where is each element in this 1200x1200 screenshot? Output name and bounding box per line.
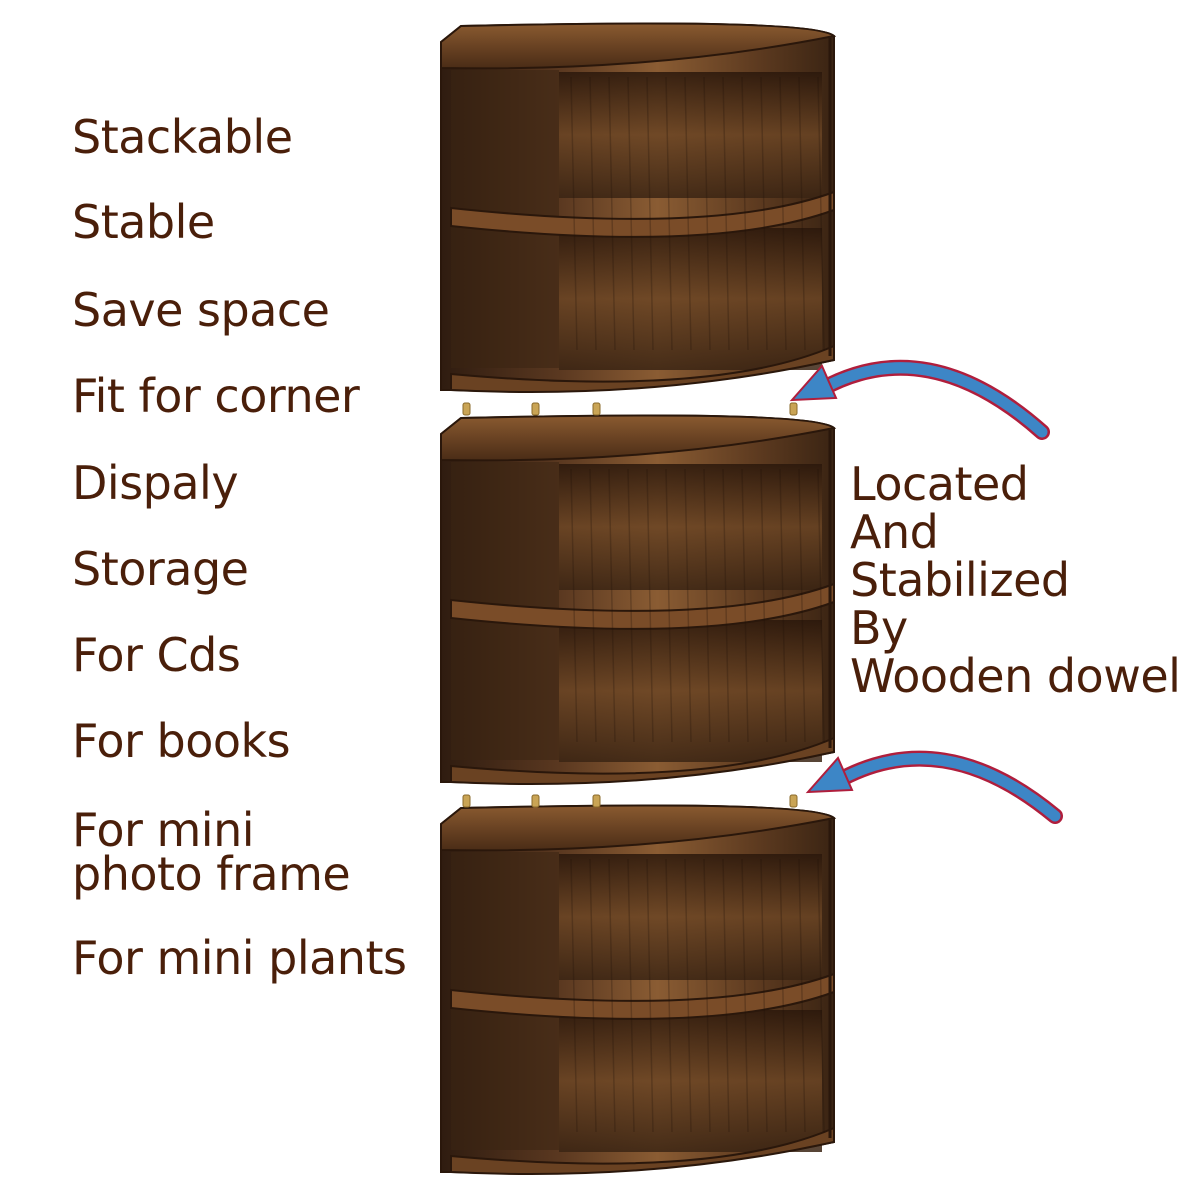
wood-grain [646,76,654,351]
feature-item: Storage [72,542,249,596]
curved-arrow-icon [789,359,1050,440]
wood-grain [798,858,806,1133]
wood-grain [798,468,806,743]
shelf-compartment [559,72,822,198]
dowel-icon [592,402,601,416]
wood-grain [760,76,768,351]
dowel-icon [789,402,798,416]
wood-grain [741,76,749,351]
shelf-unit [440,414,837,785]
callout-line: Stabilized [850,553,1070,607]
wood-grain [760,468,768,743]
wood-grain [570,468,578,743]
bottom-edge [450,736,835,785]
dowel-icon [789,794,798,808]
wood-grain [684,76,692,351]
dowel-icon [462,794,471,808]
arrow-shaft [830,753,1061,822]
wood-grain [646,468,654,743]
bottom-edge [450,344,835,393]
wood-grain [703,468,711,743]
dowel-icon [592,794,601,808]
shelf-compartment [559,620,822,762]
wood-grain [665,468,673,743]
wood-grain [741,468,749,743]
callout-line: Located [850,457,1029,511]
shelf-compartment [559,1010,822,1152]
wood-grain [665,76,673,351]
wood-grain [589,858,597,1133]
wood-grain [646,858,654,1133]
wood-grain [779,468,787,743]
arrow-shaft [814,362,1048,438]
dowel-icon [531,402,540,416]
wood-grain [722,468,730,743]
wood-grain [779,858,787,1133]
shelf-compartment [559,854,822,980]
arrow-head [789,364,838,402]
wood-grain [608,858,616,1133]
shelf-unit [440,804,837,1175]
feature-item: For Cds [72,628,241,682]
wood-grain [798,76,806,351]
wood-grain [722,76,730,351]
wooden-dowels [462,402,798,808]
dowel-icon [462,402,471,416]
shelf-compartment [559,464,822,590]
feature-item: For mini photo frame [72,803,351,901]
wood-grain [589,76,597,351]
feature-item: For mini plants [72,931,407,985]
callout-line: By [850,601,908,655]
middle-shelf [450,190,835,238]
callout-line: Wooden dowel [850,649,1181,703]
shelf-compartment [559,228,822,370]
feature-item: Save space [72,283,330,337]
shelf-units [440,22,837,1175]
dowel-callout: Located And Stabilized By Wooden dowel [850,460,1200,700]
wood-grain [703,858,711,1133]
dowel-icon [531,794,540,808]
wood-grain [627,76,635,351]
shelf-top [440,414,837,462]
wood-grain [627,858,635,1133]
wood-grain [741,858,749,1133]
wood-grain [570,76,578,351]
wood-grain [703,76,711,351]
middle-shelf [450,582,835,630]
feature-item: Stackable [72,110,293,164]
wood-grain [627,468,635,743]
wood-grain [817,858,825,1133]
shelf-top [440,22,837,70]
wood-grain [608,76,616,351]
callout-line: And [850,505,939,559]
wood-grain [722,858,730,1133]
wood-grain [817,76,825,351]
wood-grain [665,858,673,1133]
middle-shelf [450,972,835,1020]
feature-item: Stable [72,195,215,249]
wood-grain [779,76,787,351]
shelf-top [440,804,837,852]
arrow-head [805,756,854,794]
wood-grain [760,858,768,1133]
curved-arrow-icon [805,750,1063,824]
bottom-edge [450,1126,835,1175]
feature-item: For books [72,714,291,768]
wood-grain [684,858,692,1133]
feature-item: Fit for corner [72,369,360,423]
shelf-unit [440,22,837,393]
wood-grain [589,468,597,743]
wood-grain [684,468,692,743]
wood-grain [817,468,825,743]
wood-grain [570,858,578,1133]
wood-grain [608,468,616,743]
feature-item: Dispaly [72,456,239,510]
stacking-arrows [789,359,1063,824]
